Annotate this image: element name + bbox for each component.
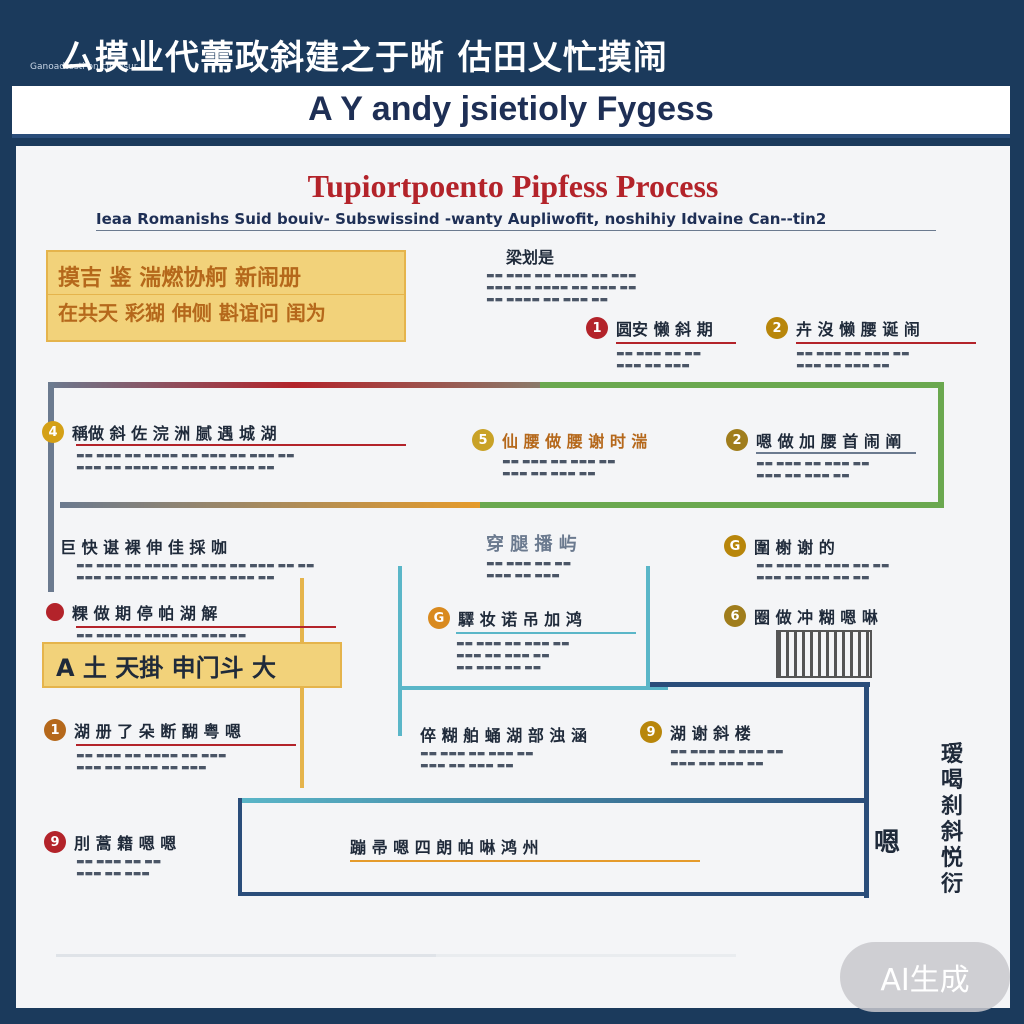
step-number-badge: 6 — [724, 605, 746, 627]
connector-right-vertical — [938, 382, 944, 508]
connector-navy-row-1 — [650, 682, 870, 687]
step-15: 9 湖 谢 斜 楼 — [640, 720, 751, 744]
step-10: 粿 做 期 停 帕 湖 解 — [46, 600, 217, 624]
step-number-badge: 2 — [726, 429, 748, 451]
step-13: 1 湖 册 了 朵 断 醐 粤 嗯 — [44, 718, 241, 742]
diagram-canvas: Tupiortpoento Pipfess Process Ieaa Roman… — [16, 146, 1010, 1008]
diagram-subtitle: Ieaa Romanishs Suid bouiv- Subswissind -… — [96, 210, 936, 231]
highlight-line-1: 摸吉 鉴 湍燃协舸 新闹册 — [58, 266, 301, 291]
step-6-text: ▬▬ ▬▬▬ ▬▬ ▬▬▬ ▬▬▬▬▬ ▬▬ ▬▬▬ ▬▬ — [756, 459, 870, 481]
connector-row-2-left — [60, 502, 480, 508]
step-title: 刖 蒿 籍 嗯 嗯 — [74, 834, 177, 853]
step-15-text: ▬▬ ▬▬▬ ▬▬ ▬▬▬ ▬▬▬▬▬ ▬▬ ▬▬▬ ▬▬ — [670, 747, 784, 769]
step-title: 稱做 斜 佐 浣 洲 腻 遇 城 湖 — [72, 424, 277, 443]
step-number-badge: 9 — [640, 721, 662, 743]
step-number-badge: G — [428, 607, 450, 629]
step-2-underline — [796, 342, 976, 344]
step-5: 5 仙 腰 做 腰 谢 时 湍 — [472, 428, 647, 452]
step-16: 9 刖 蒿 籍 嗯 嗯 — [44, 830, 176, 854]
step-title: 圈 做 冲 糊 嗯 啉 — [754, 608, 878, 627]
step-number-badge: 9 — [44, 831, 66, 853]
connector-teal-vertical-2 — [646, 566, 650, 686]
step-number-badge: G — [724, 535, 746, 557]
step-title: 卉 沒 懒 腰 诞 闹 — [796, 320, 920, 339]
step-title: 圆安 懒 斜 期 — [616, 320, 713, 339]
connector-teal-vertical-1 — [398, 566, 402, 736]
connector-row-1-left — [48, 382, 540, 388]
step-8: 穿 腿 播 屿 — [486, 534, 577, 555]
connector-left-vertical — [48, 382, 54, 592]
step-number-badge: 1 — [44, 719, 66, 741]
connector-teal-row-1 — [398, 686, 668, 690]
footer-line-2 — [436, 954, 736, 957]
step-2-text: ▬▬ ▬▬▬ ▬▬ ▬▬▬ ▬▬▬▬▬ ▬▬ ▬▬▬ ▬▬ — [796, 349, 910, 371]
intro-text: ▬▬ ▬▬▬ ▬▬ ▬▬▬▬ ▬▬ ▬▬▬▬▬▬ ▬▬ ▬▬▬▬ ▬▬ ▬▬▬ … — [486, 271, 637, 305]
step-6-underline — [756, 452, 916, 454]
step-8-text: ▬▬ ▬▬▬ ▬▬ ▬▬▬▬▬ ▬▬ ▬▬▬ — [486, 559, 572, 581]
step-14: 倅 糊 舶 蛹 湖 部 浊 涵 — [420, 722, 587, 746]
step-10-underline — [76, 626, 336, 628]
step-6: 2 嗯 做 加 腰 首 闹 阐 — [726, 428, 901, 452]
subtitle-banner: A Y andy jsietioly Fygess — [12, 86, 1010, 138]
connector-row-2-right — [480, 502, 944, 508]
step-9-text: ▬▬ ▬▬▬ ▬▬ ▬▬▬ ▬▬ ▬▬▬▬▬ ▬▬ ▬▬▬ ▬▬ ▬▬ — [756, 561, 890, 583]
box-label-right: 嗯 — [874, 828, 901, 858]
step-number-badge: 5 — [472, 429, 494, 451]
step-number-badge: 2 — [766, 317, 788, 339]
step-2: 2 卉 沒 懒 腰 诞 闹 — [766, 316, 920, 340]
connector-bottom-top — [238, 798, 868, 803]
step-4: 4 稱做 斜 佐 浣 洲 腻 遇 城 湖 — [42, 420, 277, 444]
connector-row-1-right — [540, 382, 944, 388]
step-13-text: ▬▬ ▬▬▬ ▬▬ ▬▬▬▬ ▬▬ ▬▬▬▬▬▬ ▬▬ ▬▬▬▬ ▬▬ ▬▬▬ — [76, 751, 227, 773]
step-10-text: ▬▬ ▬▬▬ ▬▬ ▬▬▬▬ ▬▬ ▬▬▬ ▬▬ — [76, 631, 247, 641]
step-11-text: ▬▬ ▬▬▬ ▬▬ ▬▬▬ ▬▬▬▬▬ ▬▬ ▬▬▬ ▬▬▬▬ ▬▬▬ ▬▬ ▬… — [456, 639, 570, 673]
vertical-side-label: 瑷喝 刹 斜悦 衍 — [940, 742, 963, 897]
step-1-text: ▬▬ ▬▬▬ ▬▬ ▬▬▬▬▬ ▬▬ ▬▬▬ — [616, 349, 702, 371]
step-title: 仙 腰 做 腰 谢 时 湍 — [502, 432, 648, 451]
page-title: 厶摸业代薷政斜建之于晰 估田乂忙摸闹 — [60, 38, 668, 78]
footer-line-1 — [56, 954, 436, 957]
step-title: 倅 糊 舶 蛹 湖 部 浊 涵 — [420, 726, 587, 745]
step-title: 湖 谢 斜 楼 — [670, 724, 751, 743]
connector-navy-vertical — [864, 682, 869, 898]
step-title: 湖 册 了 朵 断 醐 粤 嗯 — [74, 722, 241, 741]
step-14-text: ▬▬ ▬▬▬ ▬▬ ▬▬▬ ▬▬▬▬▬ ▬▬ ▬▬▬ ▬▬ — [420, 749, 534, 771]
highlight-line-2: 在共天 彩猢 伸侧 斟谊问 闺为 — [48, 294, 404, 328]
step-16-text: ▬▬ ▬▬▬ ▬▬ ▬▬▬▬▬ ▬▬ ▬▬▬ — [76, 857, 162, 879]
step-9: G 圍 榭 谢 的 — [724, 534, 835, 558]
connector-bottom-bottom — [238, 892, 868, 896]
step-11-underline — [456, 632, 636, 634]
step-5-text: ▬▬ ▬▬▬ ▬▬ ▬▬▬ ▬▬▬▬▬ ▬▬ ▬▬▬ ▬▬ — [502, 457, 616, 479]
step-4-underline — [76, 444, 406, 446]
step-marker — [46, 603, 64, 621]
step-title: 圍 榭 谢 的 — [754, 538, 835, 557]
step-title: 嗯 做 加 腰 首 闹 阐 — [756, 432, 902, 451]
step-11: G 驛 妆 诺 吊 加 鸿 — [428, 606, 582, 630]
step-title: 驛 妆 诺 吊 加 鸿 — [458, 610, 582, 629]
step-13-underline — [76, 744, 296, 746]
connector-bottom-left — [238, 798, 242, 894]
step-title: 粿 做 期 停 帕 湖 解 — [72, 604, 218, 623]
header-tag: Ganoadtosti on cib usur — [30, 62, 138, 72]
step-1: 1 圆安 懒 斜 期 — [586, 316, 713, 340]
banner-text: A Y andy jsietioly Fygess — [308, 90, 714, 128]
step-12: 6 圈 做 冲 糊 嗯 啉 — [724, 604, 878, 628]
step-7: 巨 快 谌 裸 伸 佳 採 咖 — [60, 534, 227, 558]
step-title: 蹦 帚 嗯 四 朗 帕 啉 鸿 州 — [350, 838, 539, 857]
highlight-box-top: 摸吉 鉴 湍燃协舸 新闹册 在共天 彩猢 伸侧 斟谊问 闺为 — [46, 250, 406, 342]
step-4-text: ▬▬ ▬▬▬ ▬▬ ▬▬▬▬ ▬▬ ▬▬▬ ▬▬ ▬▬▬ ▬▬▬▬▬ ▬▬ ▬▬… — [76, 451, 295, 473]
building-icon — [776, 630, 872, 678]
step-number-badge: 1 — [586, 317, 608, 339]
diagram-title: Tupiortpoento Pipfess Process — [307, 168, 719, 204]
step-17-underline — [350, 860, 700, 862]
step-1-underline — [616, 342, 736, 344]
step-17: 蹦 帚 嗯 四 朗 帕 啉 鸿 州 — [350, 834, 539, 858]
intro-title: 梁划是 — [506, 248, 555, 267]
step-7-text: ▬▬ ▬▬▬ ▬▬ ▬▬▬▬ ▬▬ ▬▬▬ ▬▬ ▬▬▬ ▬▬ ▬▬▬▬▬ ▬▬… — [76, 561, 315, 583]
highlight-box-middle: A 土 天掛 申门斗 大 — [42, 642, 342, 688]
ai-generated-badge: AI生成 — [840, 942, 1010, 1012]
step-number-badge: 4 — [42, 421, 64, 443]
step-title: 巨 快 谌 裸 伸 佳 採 咖 — [60, 538, 227, 557]
